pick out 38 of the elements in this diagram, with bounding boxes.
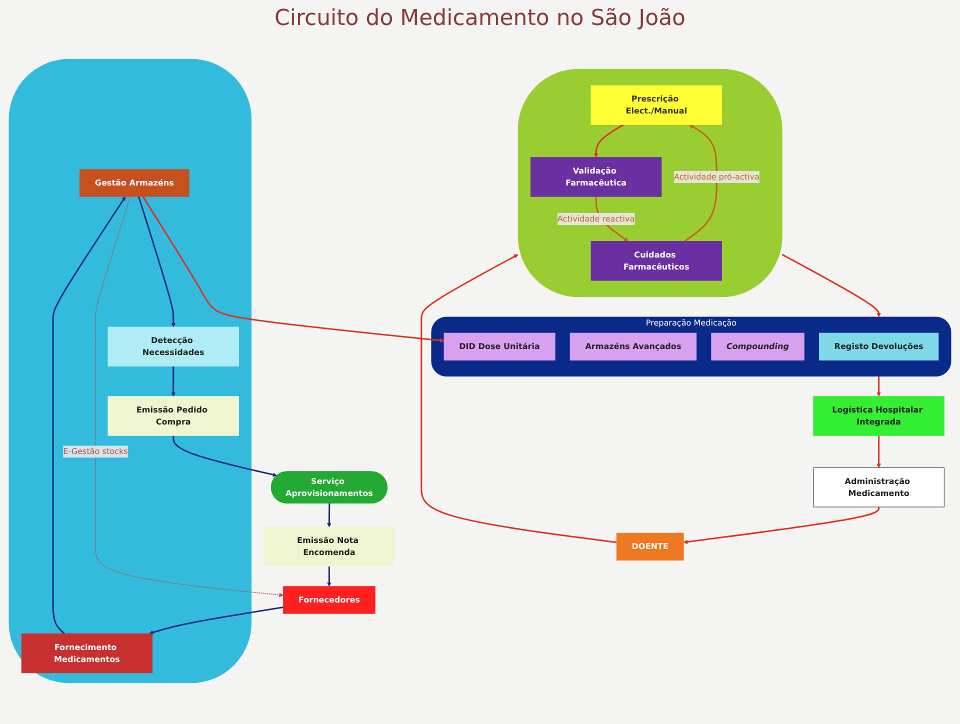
node-box: Emissão Pedido Compra	[108, 396, 239, 436]
arrow	[326, 503, 332, 528]
arrow	[420, 254, 617, 544]
arrow	[594, 124, 624, 158]
node-box: Registo Devoluções	[818, 332, 939, 360]
node-box: Armazéns Avançados	[570, 332, 697, 360]
node-box: DOENTE	[616, 532, 684, 561]
arrow	[142, 196, 444, 343]
arrow	[138, 196, 176, 328]
arrow	[782, 254, 882, 318]
node-box: Fornecedores	[283, 586, 376, 614]
node-box: Fornecimento Medicamentos	[21, 633, 153, 674]
edge-label: E-Gestão stocks	[63, 446, 128, 456]
arrow	[326, 566, 332, 587]
node-box: Administração Medicamento	[813, 468, 944, 508]
arrow	[684, 124, 718, 242]
cluster	[8, 58, 252, 684]
node-box: Cuidados Farmacêuticos	[590, 241, 722, 281]
arrow	[683, 506, 880, 544]
node-box: Emissão Nota Encomenda	[264, 526, 395, 567]
arrow	[171, 366, 176, 397]
node-box: Prescrição Elect./Manual	[590, 85, 722, 125]
node-box: Validação Farmacêutica	[530, 157, 662, 197]
arrow	[876, 436, 882, 468]
node-box: Detecção Necessidades	[108, 326, 239, 366]
arrow	[148, 606, 284, 635]
node-box: Compounding	[711, 332, 804, 360]
arrow	[52, 196, 126, 634]
edge-label: Actividade pró-activa	[674, 172, 760, 182]
arrow	[876, 376, 882, 397]
arrow	[94, 196, 284, 598]
arrow	[172, 436, 278, 477]
edge-label: Actividade reactiva	[557, 214, 635, 224]
diagram-title: Circuito do Medicamento no São João	[273, 6, 687, 31]
node-box: Logística Hospitalar Integrada	[813, 396, 944, 436]
node-box: Gestão Armazéns	[80, 169, 190, 197]
cluster	[518, 68, 782, 298]
node-box: DID Dose Unitária	[444, 332, 556, 360]
